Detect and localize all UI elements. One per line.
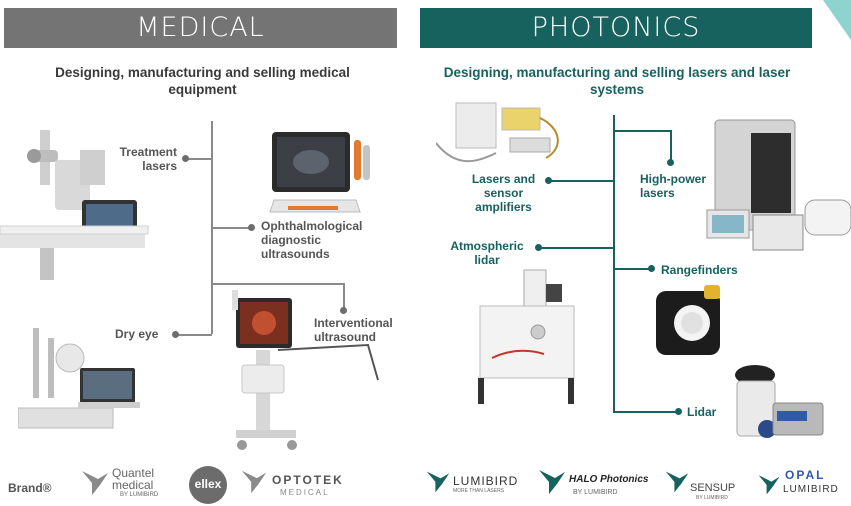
bird-icon [758, 475, 780, 495]
label-high-power: High-power lasers [640, 172, 706, 200]
connector-treatment [185, 158, 212, 160]
label-lidar: Lidar [687, 405, 717, 419]
opal-logo-sub: LUMIBIRD [783, 484, 839, 495]
opal-logo-text: OPAL [785, 468, 826, 482]
lasers-sensor-device-image [436, 102, 559, 163]
halo-logo-sub: BY LUMIBIRD [573, 489, 618, 496]
bird-icon [241, 470, 267, 494]
label-interventional: Interventional ultrasound [314, 316, 393, 344]
bird-icon [82, 471, 108, 495]
sensup-logo: SENSUP BY LUMIBIRD [664, 466, 744, 501]
dot-interventional [340, 307, 347, 314]
connector-ophthalmo [211, 227, 251, 229]
quantel-logo-line2: medical [112, 478, 154, 492]
dot-dryeye [172, 331, 179, 338]
label-atmospheric: Atmospheric lidar [450, 239, 524, 267]
connector-interventional-h [211, 283, 344, 285]
dot-atmospheric [535, 244, 542, 251]
medical-subtitle: Designing, manufacturing and selling med… [55, 65, 350, 97]
ellex-logo-text: ellex [194, 477, 222, 491]
photonics-trunk-line [613, 115, 615, 412]
lumibird-logo-text: LUMIBIRD [453, 474, 519, 488]
optotek-logo-line1: OPTOTEK [272, 473, 344, 487]
photonics-header: PHOTONICS [420, 8, 812, 48]
atmospheric-lidar-device-image [478, 269, 575, 404]
connector-lidar [613, 411, 677, 413]
ophthalmic-ultrasound-device-image [269, 132, 370, 213]
dot-highpower [667, 159, 674, 166]
ellex-logo: ellex [189, 466, 227, 504]
bird-icon [539, 470, 565, 494]
sensup-logo-sub: BY LUMIBIRD [696, 495, 728, 501]
label-dry-eye: Dry eye [115, 327, 159, 341]
medical-header: MEDICAL [4, 8, 397, 48]
lumibird-logo: LUMIBIRD MORE THAN LASERS [425, 466, 525, 500]
connector-rangefinders [613, 268, 651, 270]
connector-dryeye [176, 334, 212, 336]
optotek-logo-line2: MEDICAL [280, 488, 330, 497]
label-ophthalmological: Ophthalmological diagnostic ultrasounds [261, 219, 363, 261]
quantel-medical-logo: Quantel medical BY LUMIBIRD [80, 465, 170, 501]
label-lasers-sensor: Lasers and sensor amplifiers [471, 172, 536, 214]
quantel-logo-sub: BY LUMIBIRD [120, 492, 159, 498]
dry-eye-device-image [18, 328, 140, 429]
bird-icon [665, 471, 689, 493]
dot-lidar [675, 408, 682, 415]
rangefinder-device-image [656, 285, 720, 355]
label-rangefinders: Rangefinders [661, 263, 738, 277]
brand-label: Brand® [8, 481, 52, 495]
lidar-device-image [735, 365, 824, 438]
photonics-subtitle: Designing, manufacturing and selling las… [443, 65, 791, 97]
dot-ophthalmo [248, 224, 255, 231]
connector-interventional-v [343, 283, 345, 309]
connector-lasers-sensor [548, 180, 614, 182]
opal-logo: OPAL LUMIBIRD [757, 466, 849, 500]
high-power-laser-device-image [706, 119, 851, 251]
connector-highpower-h [613, 130, 671, 132]
bird-icon [426, 471, 450, 493]
optotek-logo: OPTOTEK MEDICAL [240, 465, 350, 501]
quantel-logo-line1: Quantel [112, 466, 155, 480]
dot-rangefinders [648, 265, 655, 272]
corner-accent [823, 0, 851, 40]
lumibird-logo-sub: MORE THAN LASERS [453, 488, 505, 494]
sensup-logo-text: SENSUP [690, 482, 736, 494]
connector-highpower-v [670, 130, 672, 162]
label-treatment-lasers: Treatment lasers [119, 145, 177, 173]
halo-logo-text: HALO Photonics [569, 474, 649, 485]
dot-treatment [182, 155, 189, 162]
treatment-laser-device-image [0, 130, 149, 280]
interventional-ultrasound-device-image [232, 290, 379, 450]
connector-atmospheric [538, 247, 614, 249]
halo-photonics-logo: HALO Photonics BY LUMIBIRD [537, 462, 652, 502]
dot-lasers-sensor [545, 177, 552, 184]
